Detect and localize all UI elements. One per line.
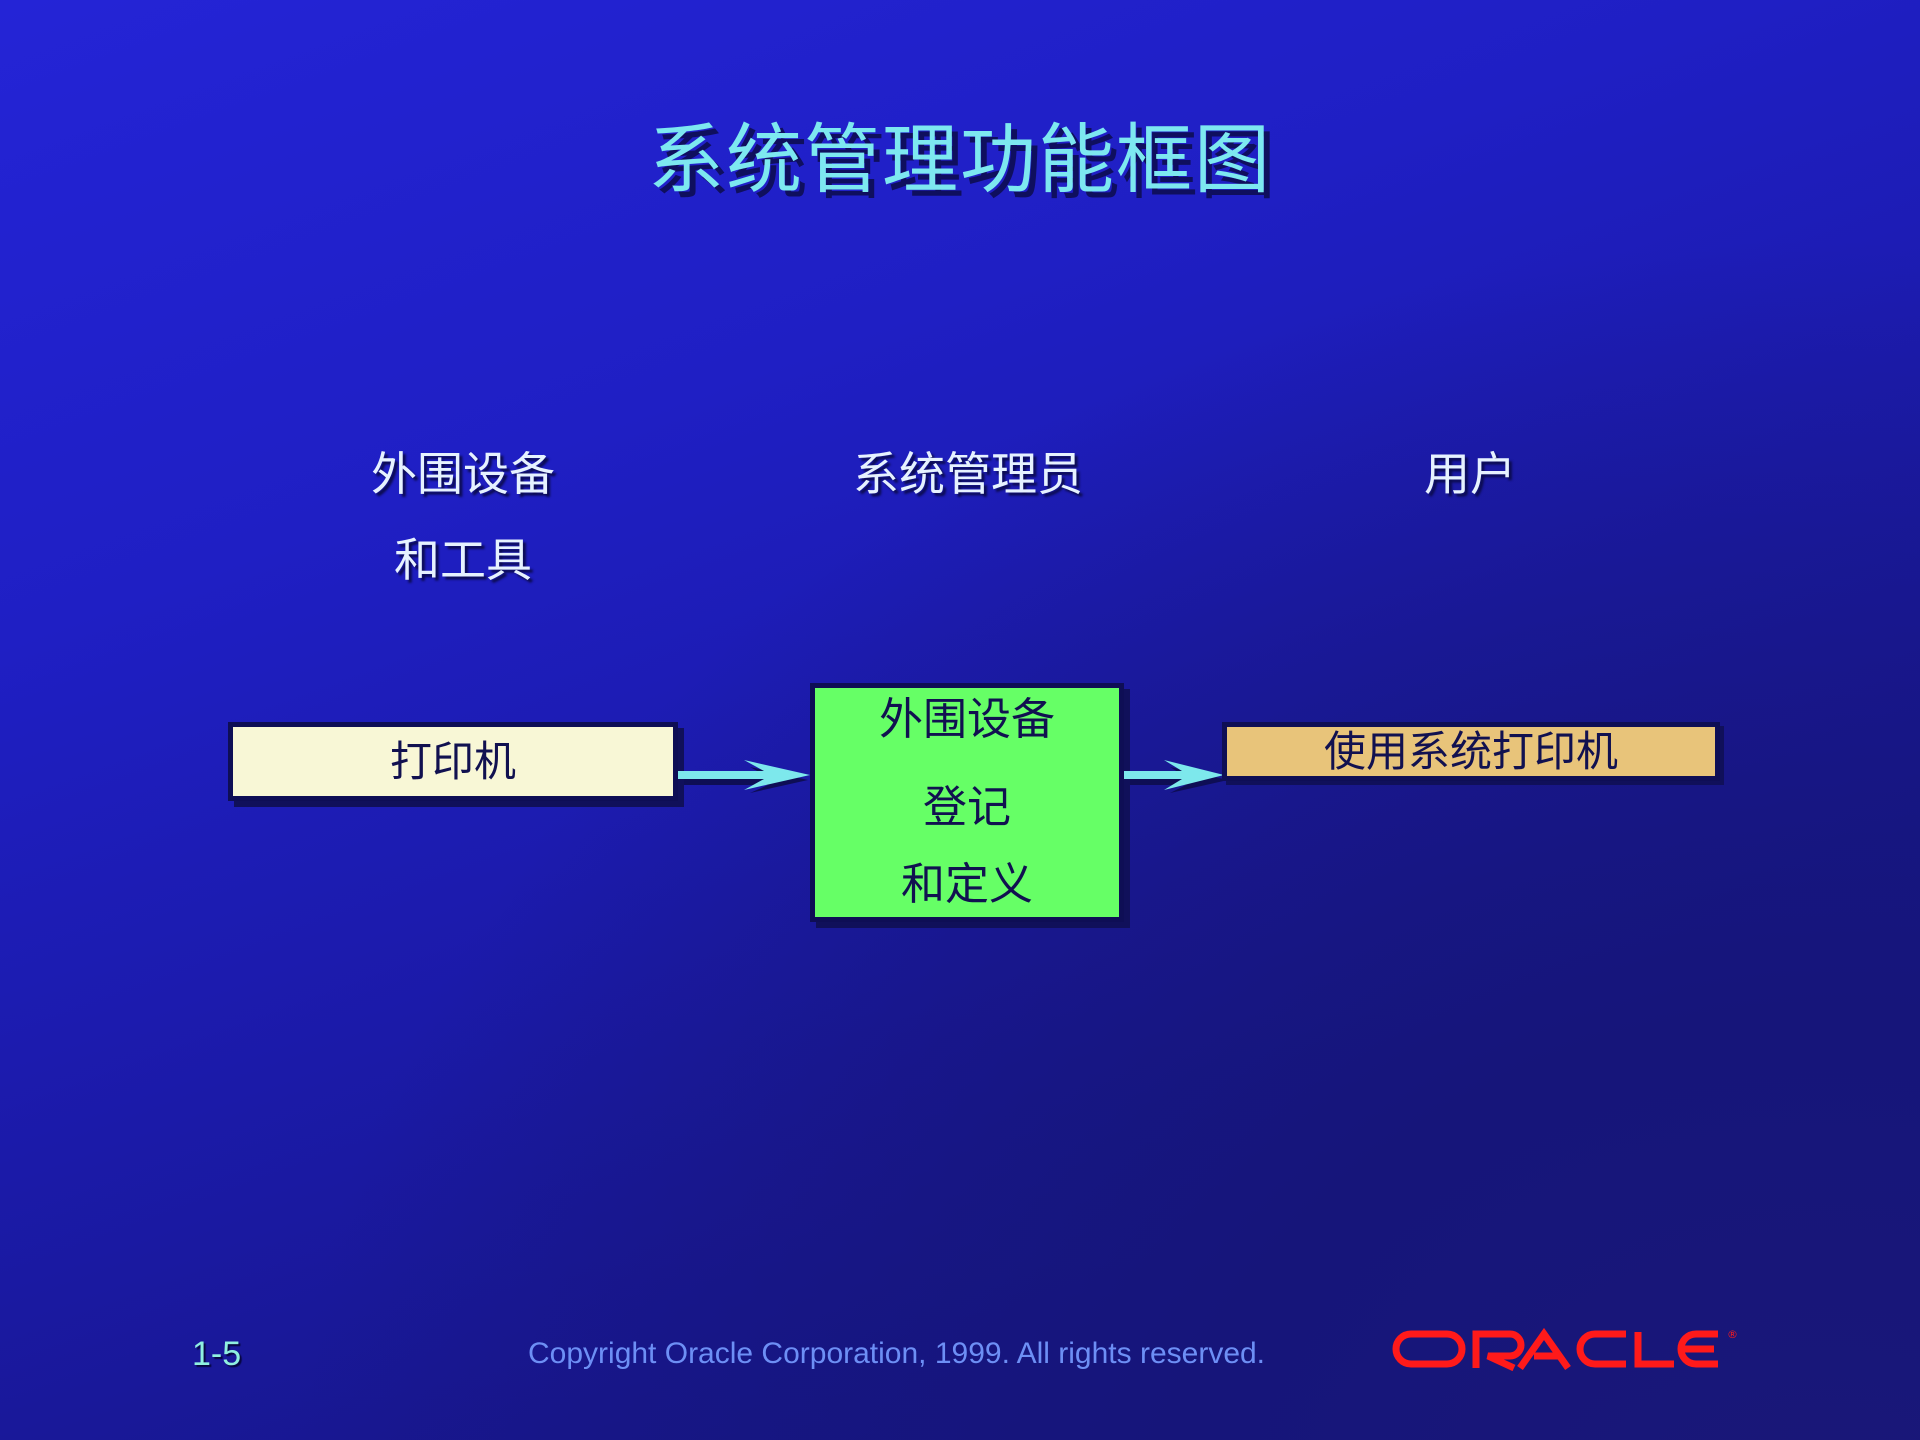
oracle-logo: ® [1392, 1326, 1738, 1380]
box-line: 和定义 [901, 859, 1033, 910]
heading-line: 用户 [1424, 447, 1516, 501]
heading-line: 系统管理员 [853, 447, 1083, 501]
arrow-right-icon [678, 760, 810, 793]
heading-line: 外围设备 [371, 447, 555, 501]
register-define-box: 外围设备 登记 和定义 [810, 683, 1124, 922]
printer-box: 打印机 [228, 722, 678, 801]
column-heading-sysadmin: 系统管理员 [818, 438, 1118, 504]
use-printer-box-label: 使用系统打印机 [1323, 727, 1618, 776]
oracle-logo-icon: ® [1392, 1327, 1738, 1372]
printer-box-label: 打印机 [389, 737, 516, 786]
page-number: 1-5 [192, 1335, 242, 1373]
copyright-text: Copyright Oracle Corporation, 1999. All … [528, 1337, 1266, 1370]
column-heading-peripherals: 外围设备 和工具 [313, 438, 613, 590]
column-heading-user: 用户 [1320, 438, 1620, 504]
heading-line: 和工具 [394, 533, 532, 587]
arrow-right-icon [1124, 760, 1228, 793]
box-line: 外围设备 [879, 694, 1055, 745]
slide-title: 系统管理功能框图 [648, 115, 1272, 204]
box-line: 登记 [923, 782, 1011, 833]
registered-mark: ® [1727, 1328, 1738, 1341]
use-printer-box: 使用系统打印机 [1222, 722, 1720, 781]
